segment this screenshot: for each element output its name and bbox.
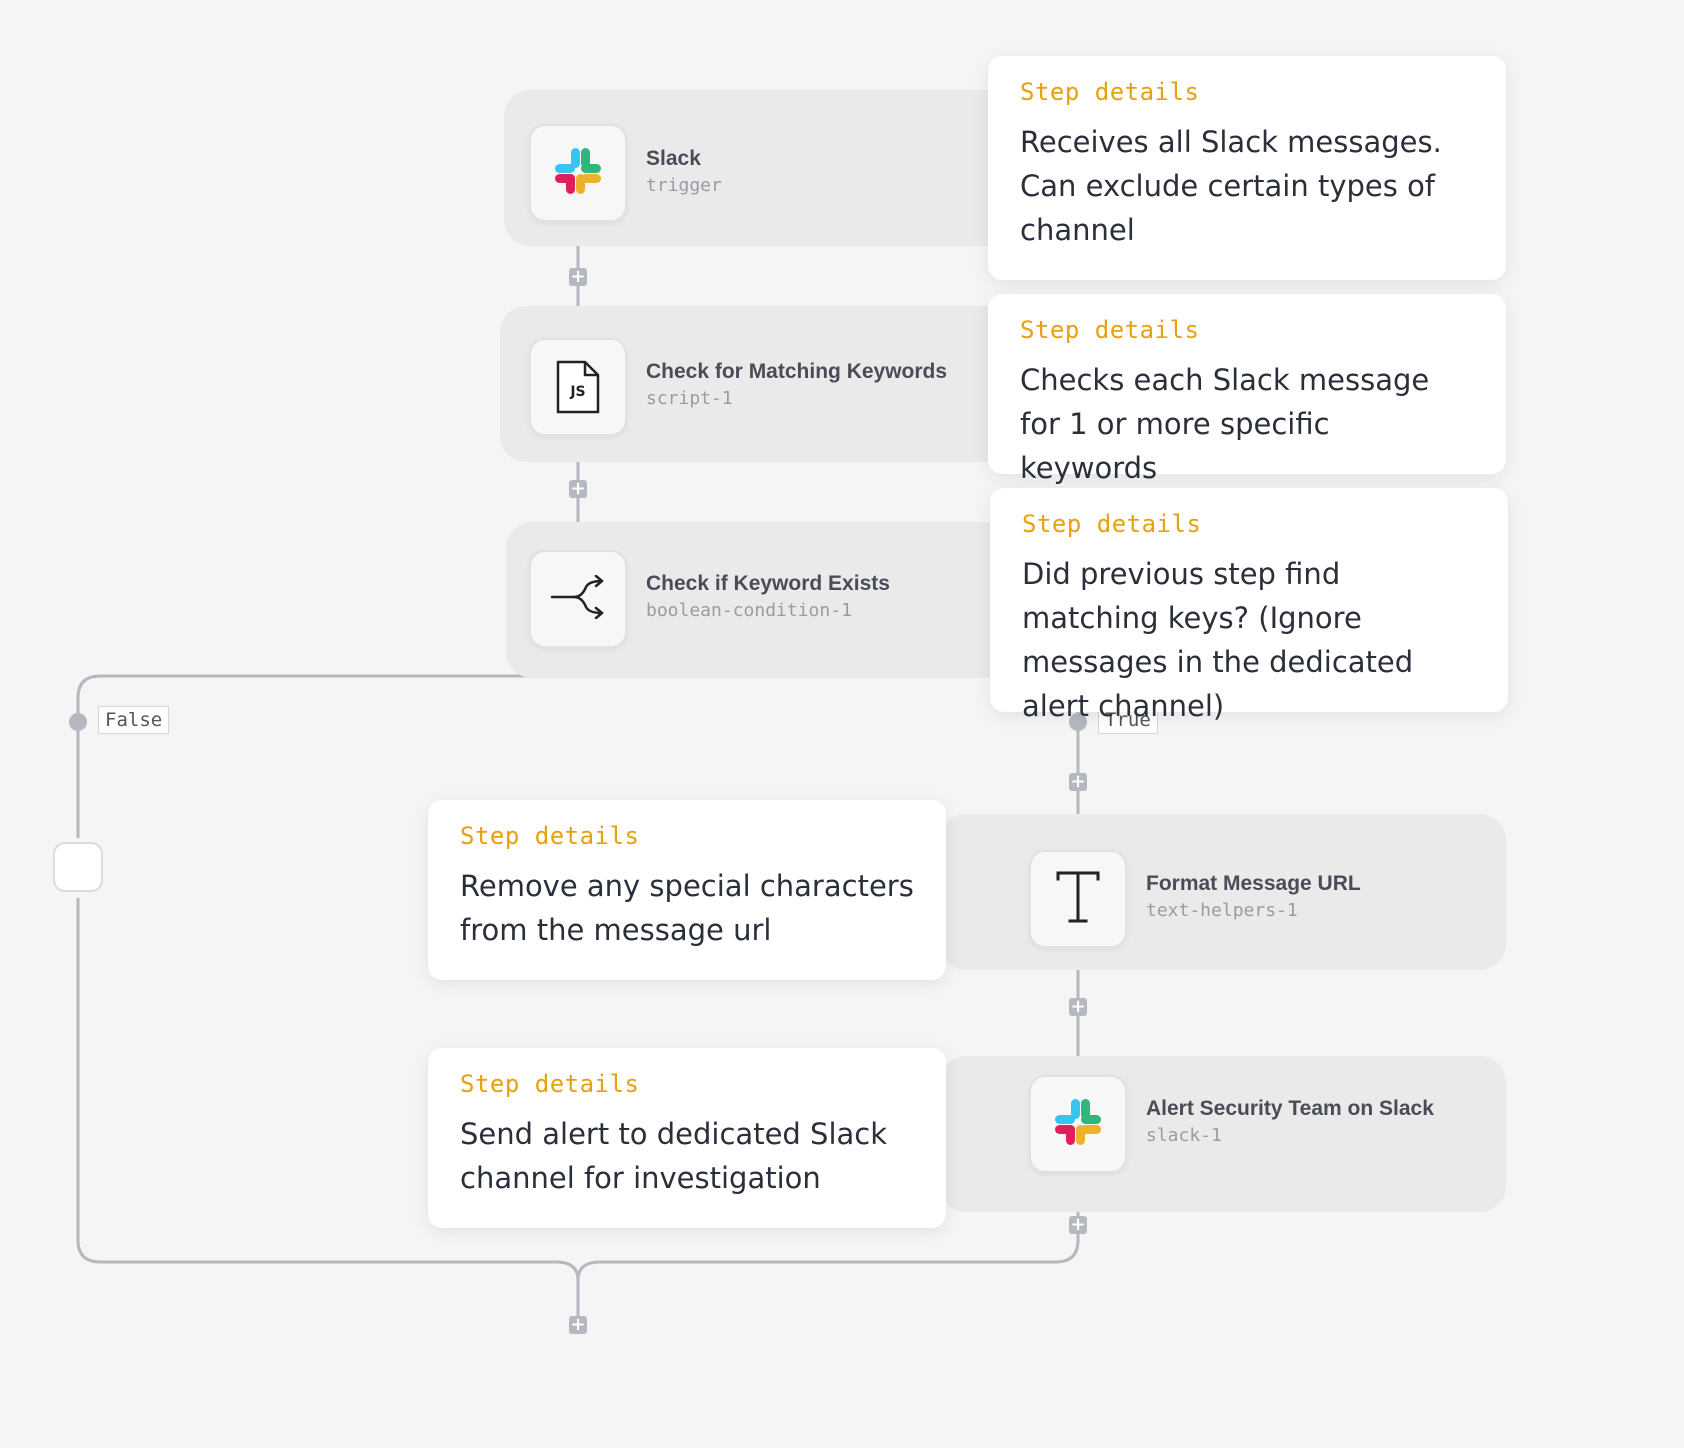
card-title: Step details (460, 822, 640, 850)
step-key: script-1 (646, 388, 733, 409)
text-t-icon (1054, 869, 1102, 930)
slack-icon (1051, 1095, 1105, 1154)
step-icon-tile-slack[interactable] (529, 124, 627, 222)
step-key: text-helpers-1 (1146, 900, 1298, 921)
card-title: Step details (460, 1070, 640, 1098)
false-branch-label: False (98, 706, 170, 734)
add-step-button[interactable]: + (569, 266, 587, 287)
step-details-card: Step details Receives all Slack messages… (988, 56, 1506, 280)
card-title: Step details (1022, 510, 1202, 538)
empty-step-node[interactable] (53, 842, 103, 892)
add-step-button[interactable]: + (1069, 996, 1087, 1017)
card-body: Checks each Slack message for 1 or more … (1020, 363, 1430, 485)
step-key: boolean-condition-1 (646, 600, 852, 621)
card-body: Did previous step find matching keys? (I… (1022, 557, 1414, 723)
step-row-alert-slack[interactable] (940, 1056, 1506, 1212)
true-branch-dot (1069, 713, 1087, 731)
step-name: Alert Security Team on Slack (1146, 1097, 1434, 1120)
card-title: Step details (1020, 316, 1200, 344)
step-name: Check if Keyword Exists (646, 572, 890, 595)
step-details-card: Step details Checks each Slack message f… (988, 294, 1506, 485)
step-name: Check for Matching Keywords (646, 360, 948, 383)
step-icon-tile-condition[interactable] (529, 550, 627, 648)
card-title: Step details (1020, 78, 1200, 106)
false-branch-dot (69, 713, 87, 731)
add-step-button[interactable]: + (1069, 771, 1087, 792)
step-key: trigger (646, 175, 722, 196)
step-name: Slack (646, 147, 701, 170)
step-details-card: Step details Send alert to dedicated Sla… (428, 1048, 946, 1228)
step-key: slack-1 (1146, 1125, 1222, 1146)
step-icon-tile-script[interactable]: JS (529, 338, 627, 436)
js-file-icon: JS (555, 360, 601, 414)
step-details-card: Step details Did previous step find matc… (990, 488, 1508, 723)
add-step-button[interactable]: + (569, 1314, 587, 1335)
card-body: Receives all Slack messages. Can exclude… (1020, 125, 1442, 247)
slack-icon (551, 144, 605, 203)
card-body: Send alert to dedicated Slack channel fo… (460, 1117, 888, 1195)
card-body: Remove any special characters from the m… (460, 869, 914, 947)
js-icon-label: JS (570, 384, 586, 400)
step-details-card: Step details Remove any special characte… (428, 800, 946, 980)
add-step-button[interactable]: + (569, 478, 587, 499)
branch-icon (550, 574, 606, 624)
step-icon-tile-text[interactable] (1029, 850, 1127, 948)
step-name: Format Message URL (1146, 872, 1361, 895)
add-step-button[interactable]: + (1069, 1214, 1087, 1235)
step-icon-tile-slack-alert[interactable] (1029, 1075, 1127, 1173)
